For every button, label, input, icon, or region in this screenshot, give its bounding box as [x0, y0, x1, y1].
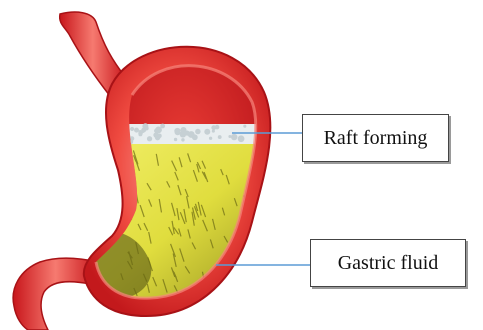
fluid-texture-stroke: [119, 200, 122, 208]
raft-bubble: [130, 127, 134, 131]
raft-bubble: [175, 129, 181, 135]
raft-bubble: [209, 137, 212, 140]
raft-bubble: [238, 135, 245, 142]
raft-bubble: [139, 132, 142, 135]
raft-bubble: [243, 125, 246, 128]
fluid-texture-stroke: [117, 202, 120, 216]
raft-bubble: [218, 135, 222, 139]
raft-bubble: [212, 130, 215, 133]
raft-bubble: [147, 136, 152, 141]
raft-forming-label-box: Raft forming: [302, 114, 449, 162]
raft-bubble: [231, 134, 237, 140]
raft-bubble: [204, 129, 210, 135]
raft-bubble: [174, 138, 177, 141]
raft-bubble: [185, 130, 190, 135]
fluid-texture-stroke: [240, 270, 244, 281]
fluid-texture-stroke: [117, 208, 121, 219]
raft-bubble: [155, 126, 162, 133]
raft-bubble: [153, 132, 158, 137]
fluid-texture-stroke: [113, 193, 117, 200]
raft-bubble: [134, 128, 139, 133]
raft-bubble: [195, 129, 201, 135]
fluid-texture-stroke: [234, 283, 237, 297]
fluid-texture-stroke: [113, 172, 117, 184]
fluid-texture-stroke: [112, 184, 114, 193]
gastric-fluid-label: Gastric fluid: [338, 253, 439, 273]
raft-forming-label: Raft forming: [324, 128, 428, 148]
raft-bubble: [215, 125, 220, 130]
raft-bubble: [141, 128, 146, 133]
fluid-texture-stroke: [110, 218, 113, 224]
raft-bubble: [181, 138, 184, 141]
fluid-texture-stroke: [117, 199, 120, 213]
raft-bubble: [192, 134, 198, 140]
raft-bubble: [228, 135, 231, 138]
gastric-fluid-label-box: Gastric fluid: [310, 239, 466, 287]
